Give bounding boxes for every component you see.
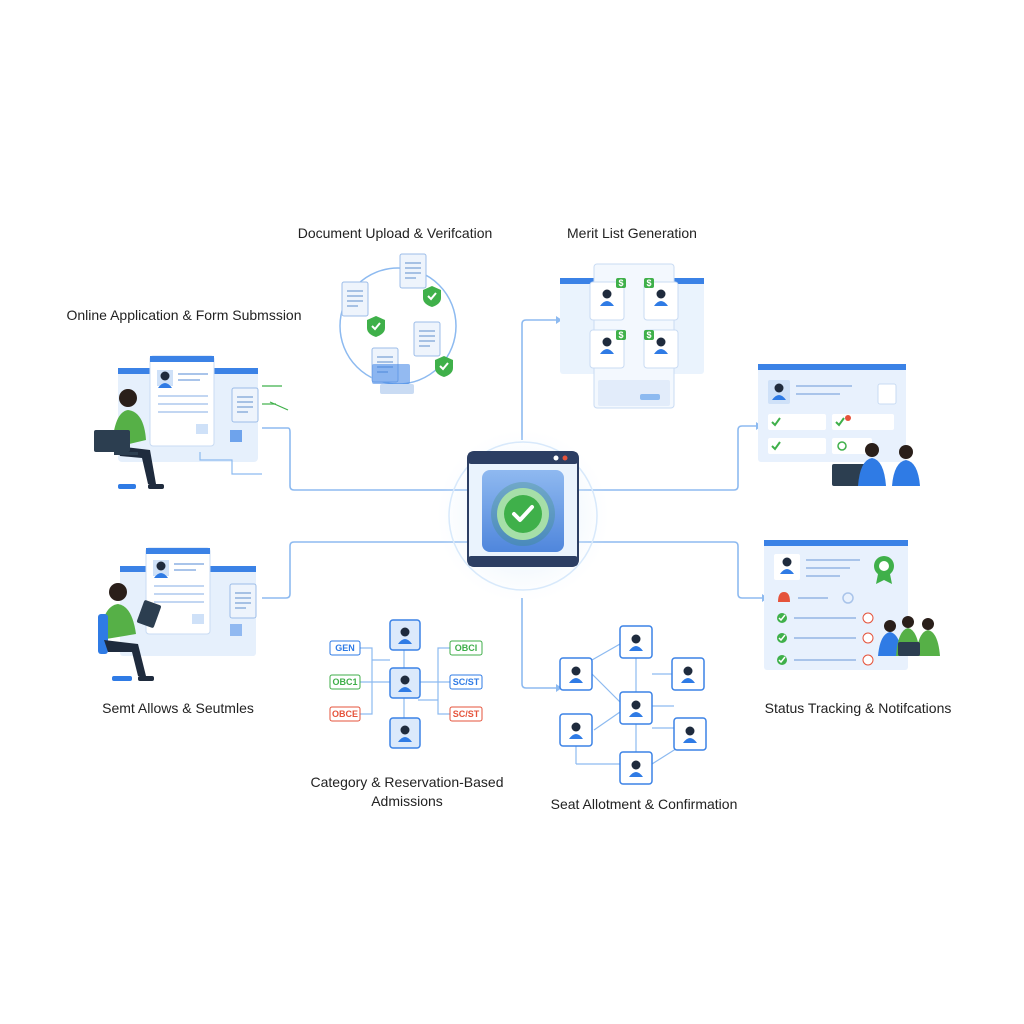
merit-badge-2: $	[646, 278, 651, 288]
label-document-upload: Document Upload & Verifcation	[297, 225, 493, 241]
category-chips-left: GEN OBC1 OBCE	[329, 640, 361, 722]
connector-lines	[262, 319, 762, 689]
label-seat-allotment: Seat Allotment & Confirmation	[550, 796, 738, 812]
merit-list-illustration: $ $ $ $	[560, 263, 704, 409]
merit-badge-3: $	[618, 330, 623, 340]
chip-scst-2: SC/ST	[453, 709, 480, 719]
center-hub	[437, 430, 609, 602]
category-reservation-illustration: GEN OBC1 OBCE OBCI SC/ST SC/ST	[329, 619, 483, 749]
chip-scst-1: SC/ST	[453, 677, 480, 687]
check-shield-icon	[491, 482, 555, 546]
merit-badge-4: $	[646, 330, 651, 340]
seat-allotment-illustration	[559, 625, 707, 785]
label-online-application: Online Application & Form Submssion	[66, 307, 302, 323]
label-status-tracking: Status Tracking & Notifcations	[764, 700, 952, 716]
chip-obc1: OBC1	[332, 677, 357, 687]
chip-obci: OBCI	[455, 643, 478, 653]
label-category-reservation-1: Category & Reservation-Based	[310, 774, 504, 790]
merit-badge-1: $	[618, 278, 623, 288]
seat-allows-illustration	[98, 547, 257, 681]
online-application-illustration	[94, 355, 289, 489]
chip-gen: GEN	[335, 643, 355, 653]
label-seat-allows: Semt Allows & Seutmles	[102, 700, 254, 716]
document-upload-illustration	[339, 253, 457, 394]
chip-obce: OBCE	[332, 709, 358, 719]
award-icon	[874, 556, 894, 584]
label-merit-list: Merit List Generation	[567, 225, 697, 241]
status-tracking-illustration	[764, 540, 940, 670]
category-chips-right: OBCI SC/ST SC/ST	[449, 640, 483, 722]
label-category-reservation-2: Admissions	[371, 793, 443, 809]
bell-icon	[778, 592, 790, 602]
review-panel-illustration	[758, 364, 920, 486]
